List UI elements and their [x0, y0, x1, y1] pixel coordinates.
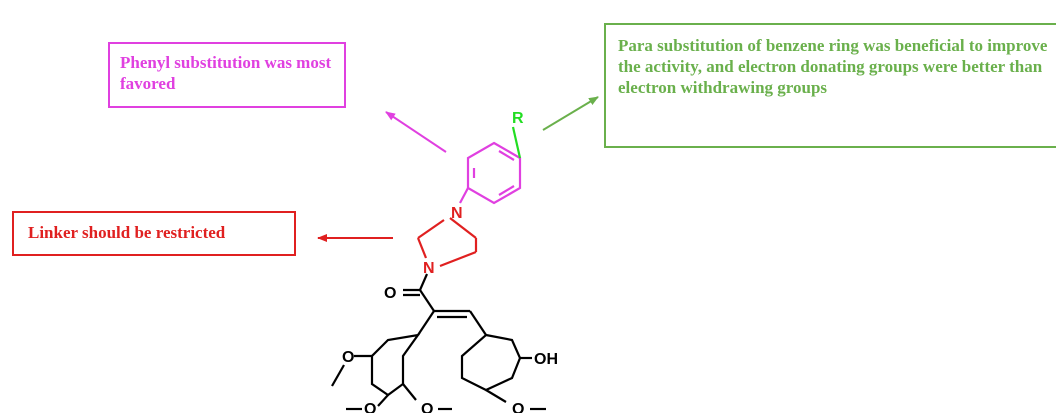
r-group-label: R [512, 110, 524, 127]
para-annotation-text: Para substitution of benzene ring was be… [618, 36, 1048, 97]
methoxy-o-left: O [342, 349, 354, 366]
methoxy-o-bottom-left: O [364, 401, 376, 413]
piperazine-ring [416, 217, 478, 268]
methoxy-o-bottom-right: O [512, 401, 524, 413]
linker-annotation-box: Linker should be restricted [12, 211, 296, 256]
methoxy-o-bottom-mid: O [421, 401, 433, 413]
para-annotation-box: Para substitution of benzene ring was be… [604, 23, 1056, 148]
core-scaffold [331, 273, 546, 411]
phenyl-annotation-text: Phenyl substitution was most favored [120, 53, 332, 93]
phenyl-arrow [385, 111, 447, 153]
piperazine-n-top: N [451, 205, 463, 222]
piperazine-n-bottom: N [423, 260, 435, 277]
para-arrow [542, 96, 599, 131]
carbonyl-o: O [384, 285, 396, 302]
phenyl-n-bond [459, 187, 469, 204]
hydroxyl-label: OH [534, 351, 558, 368]
phenyl-ring [466, 141, 522, 205]
phenyl-annotation-box: Phenyl substitution was most favored [108, 42, 346, 108]
linker-annotation-text: Linker should be restricted [28, 223, 226, 242]
r-bond [511, 126, 522, 159]
